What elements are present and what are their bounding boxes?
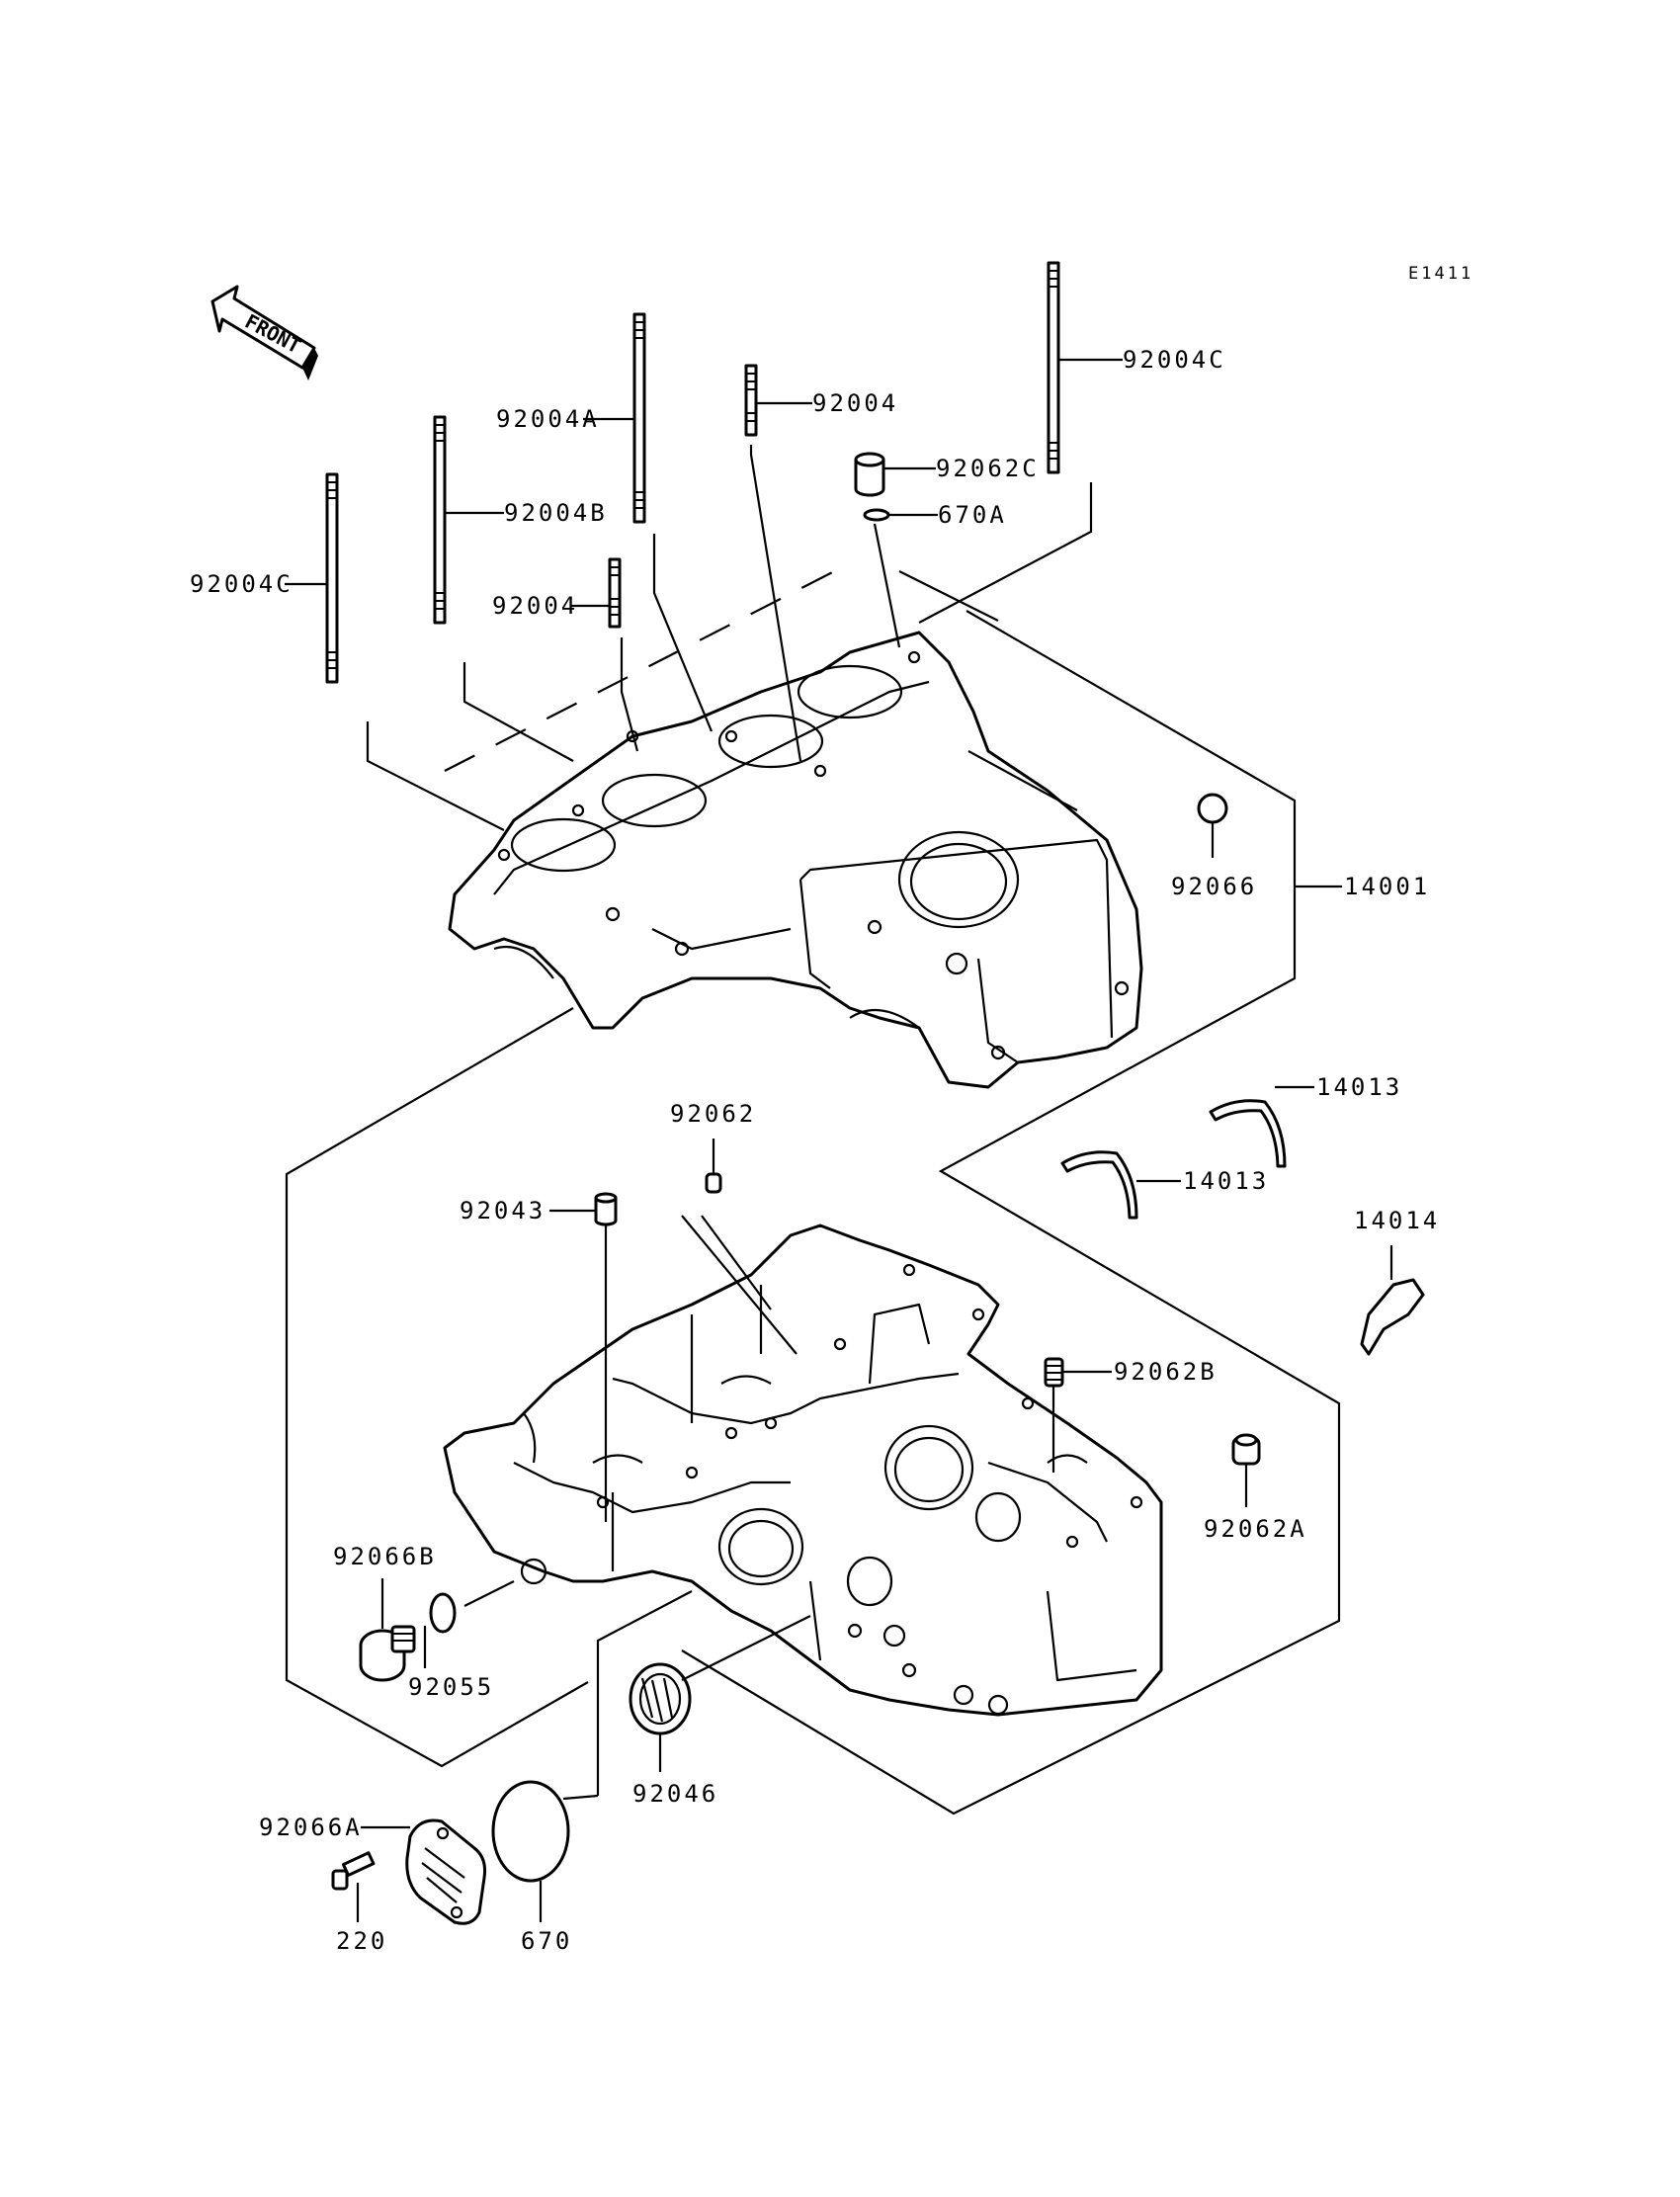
pin-92043 [594, 1192, 618, 1226]
o-ring-670a [863, 508, 890, 522]
upper-crankcase [448, 631, 1143, 1089]
label-92062a: 92062A [1204, 1515, 1307, 1543]
stud-92004b [433, 415, 447, 625]
label-670: 670 [521, 1927, 572, 1955]
label-92055: 92055 [408, 1673, 494, 1701]
bearing-insert-14013-a [1209, 1099, 1287, 1168]
label-220: 220 [336, 1927, 387, 1955]
lower-crankcase [443, 1224, 1163, 1717]
cover-92066a [405, 1818, 486, 1925]
o-ring-670 [491, 1780, 570, 1883]
label-92004b: 92004B [504, 499, 608, 527]
label-92066b: 92066B [333, 1543, 437, 1570]
stud-92004a [632, 312, 646, 524]
label-92004a: 92004A [496, 405, 600, 433]
gasket-92055 [429, 1592, 457, 1634]
plug-92066 [1197, 793, 1228, 824]
diagram-code: E1411 [1408, 264, 1473, 284]
label-14013-a: 14013 [1316, 1073, 1402, 1101]
stud-92004c-left [325, 472, 339, 684]
label-92066: 92066 [1171, 873, 1257, 900]
label-92004-short: 92004 [492, 592, 578, 620]
label-92062c: 92062C [936, 455, 1040, 482]
dowel-92062c [854, 452, 885, 497]
label-92004: 92004 [812, 389, 898, 417]
label-92062b: 92062B [1114, 1358, 1218, 1386]
front-arrow-icon: FRONT [210, 285, 318, 380]
label-670a: 670A [938, 501, 1007, 529]
oil-seal-92046 [629, 1662, 692, 1735]
label-92062: 92062 [670, 1100, 756, 1128]
dowel-92062b [1044, 1357, 1064, 1388]
label-92046: 92046 [632, 1780, 718, 1808]
drain-plug-92066b [359, 1625, 416, 1682]
stud-92004c-right [1047, 261, 1060, 474]
stud-92004 [744, 364, 758, 437]
dowel-92062 [705, 1172, 722, 1194]
label-92004c-left: 92004C [190, 570, 294, 598]
bearing-insert-14013-b [1060, 1150, 1138, 1220]
label-92066a: 92066A [259, 1814, 363, 1841]
plug-92062a [1231, 1433, 1261, 1466]
thrust-bearing-14014 [1360, 1278, 1425, 1356]
label-14014: 14014 [1354, 1207, 1440, 1234]
label-14001: 14001 [1344, 873, 1430, 900]
stud-92004-short [608, 557, 622, 629]
bolt-220 [331, 1851, 376, 1891]
label-92004c-top: 92004C [1123, 346, 1226, 374]
label-14013-b: 14013 [1183, 1167, 1269, 1195]
leader-lines [285, 358, 1393, 1922]
label-92043: 92043 [460, 1197, 546, 1225]
